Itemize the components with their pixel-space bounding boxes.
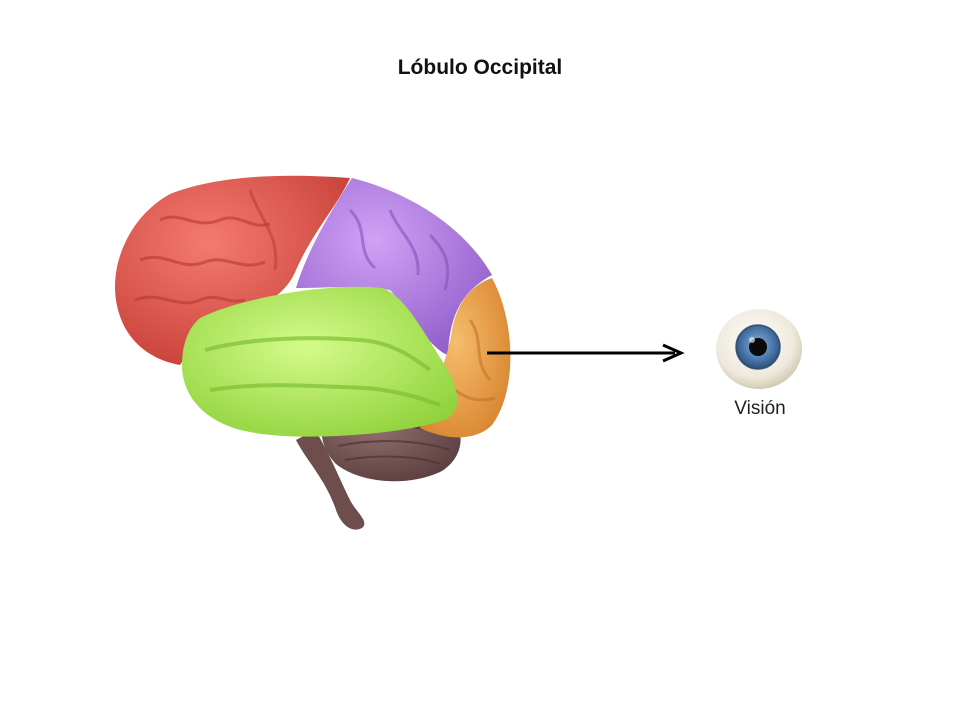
- frontal-lobe: [115, 175, 351, 365]
- eye-icon: [712, 306, 806, 394]
- brainstem: [296, 430, 365, 530]
- function-label: Visión: [734, 398, 786, 419]
- page-title: Lóbulo Occipital: [397, 56, 563, 79]
- brain-illustration: [100, 150, 530, 540]
- arrow-connector: [485, 340, 690, 366]
- temporal-lobe: [182, 286, 458, 437]
- parietal-lobe: [296, 178, 492, 355]
